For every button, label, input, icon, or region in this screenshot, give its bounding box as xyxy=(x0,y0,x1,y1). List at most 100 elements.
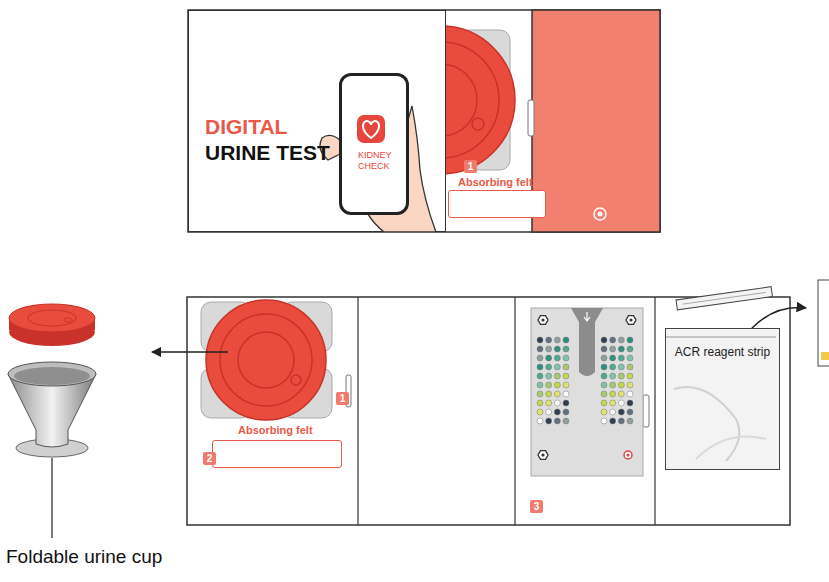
colour-dot xyxy=(546,400,552,406)
colour-dot xyxy=(563,418,569,424)
colour-dot xyxy=(627,409,633,415)
node-text: ACR reagent strip xyxy=(666,345,779,359)
colour-dot xyxy=(601,355,607,361)
colour-dot xyxy=(554,391,560,397)
colour-dot xyxy=(537,391,543,397)
colour-dot xyxy=(563,382,569,388)
screw xyxy=(538,316,548,325)
colour-dot xyxy=(610,409,616,415)
node-text: Absorbing felt xyxy=(238,424,313,436)
colour-dot xyxy=(546,409,552,415)
colour-dot xyxy=(554,418,560,424)
colour-dot xyxy=(546,346,552,352)
colour-dot xyxy=(554,346,560,352)
app-logo xyxy=(356,114,386,144)
colour-dot xyxy=(627,382,633,388)
colour-dot xyxy=(610,391,616,397)
colour-dot xyxy=(601,400,607,406)
phone-screen: KIDNEY CHECK xyxy=(339,73,409,215)
colour-dot xyxy=(618,373,624,379)
colour-dot xyxy=(554,400,560,406)
colour-dot xyxy=(601,373,607,379)
colour-dot xyxy=(610,346,616,352)
colour-dot xyxy=(627,391,633,397)
callout-number: 1 xyxy=(464,160,477,173)
colour-dot xyxy=(618,346,624,352)
colour-dot xyxy=(563,346,569,352)
screw xyxy=(626,316,636,325)
kit-cover: DIGITALURINE TEST KIDNEY CHECK xyxy=(188,10,446,232)
felt-outline xyxy=(448,190,546,218)
screw xyxy=(538,451,548,460)
screw xyxy=(541,318,544,321)
colour-dot xyxy=(627,373,633,379)
felt-slot: Absorbing felt xyxy=(212,424,344,470)
colour-dot xyxy=(537,337,543,343)
colour-dot xyxy=(627,346,633,352)
node-text: KIDNEY CHECK xyxy=(358,150,398,172)
colour-dot xyxy=(601,346,607,352)
colour-dot xyxy=(546,355,552,361)
colour-dot xyxy=(618,409,624,415)
colour-dot xyxy=(610,373,616,379)
colour-dot xyxy=(618,355,624,361)
colour-dot xyxy=(610,418,616,424)
colour-dot xyxy=(618,337,624,343)
colour-dot xyxy=(618,382,624,388)
foldable-urine-cup xyxy=(8,304,228,538)
colour-dot xyxy=(601,382,607,388)
top-kit xyxy=(188,10,660,232)
colour-dot xyxy=(563,364,569,370)
colour-dot xyxy=(618,418,624,424)
colour-dot xyxy=(537,382,543,388)
colour-dot xyxy=(627,355,633,361)
colour-dot xyxy=(563,373,569,379)
colour-dot xyxy=(563,400,569,406)
screw xyxy=(629,318,632,321)
colour-dot xyxy=(610,364,616,370)
callout-number: 3 xyxy=(530,500,543,513)
colour-dot xyxy=(546,337,552,343)
colour-dot xyxy=(537,355,543,361)
colour-dot xyxy=(554,337,560,343)
felt-slot: Absorbing felt xyxy=(448,176,548,220)
colour-dot xyxy=(563,355,569,361)
colour-dot xyxy=(554,355,560,361)
colour-dot xyxy=(618,400,624,406)
part-name: Foldable urine cup xyxy=(6,546,162,568)
screw xyxy=(541,453,544,456)
colour-dot xyxy=(627,400,633,406)
bottom-kit xyxy=(187,280,829,525)
colour-dot xyxy=(563,409,569,415)
colour-dot xyxy=(627,337,633,343)
node-text: URINE TEST xyxy=(205,141,330,165)
colour-dot xyxy=(563,337,569,343)
colour-dot xyxy=(537,409,543,415)
colour-dot xyxy=(546,382,552,388)
node-text: DIGITAL xyxy=(205,115,287,139)
colour-dot xyxy=(610,355,616,361)
colour-dot xyxy=(537,400,543,406)
colour-dot xyxy=(537,364,543,370)
felt-outline xyxy=(212,440,342,468)
colour-dot xyxy=(610,382,616,388)
colour-dot xyxy=(537,418,543,424)
colour-dot xyxy=(554,409,560,415)
colour-dot xyxy=(618,391,624,397)
colour-dot xyxy=(601,337,607,343)
colour-dot xyxy=(627,364,633,370)
colour-dot xyxy=(554,382,560,388)
colour-dot xyxy=(610,337,616,343)
colour-dot xyxy=(537,373,543,379)
colour-dot xyxy=(546,364,552,370)
colour-dot xyxy=(546,373,552,379)
colour-dot xyxy=(618,364,624,370)
colour-dot xyxy=(627,418,633,424)
colour-dot xyxy=(537,346,543,352)
colour-dot xyxy=(546,418,552,424)
node-text: Absorbing felt xyxy=(458,176,533,188)
colour-dot xyxy=(563,391,569,397)
colour-dot xyxy=(601,391,607,397)
colour-dot xyxy=(610,400,616,406)
